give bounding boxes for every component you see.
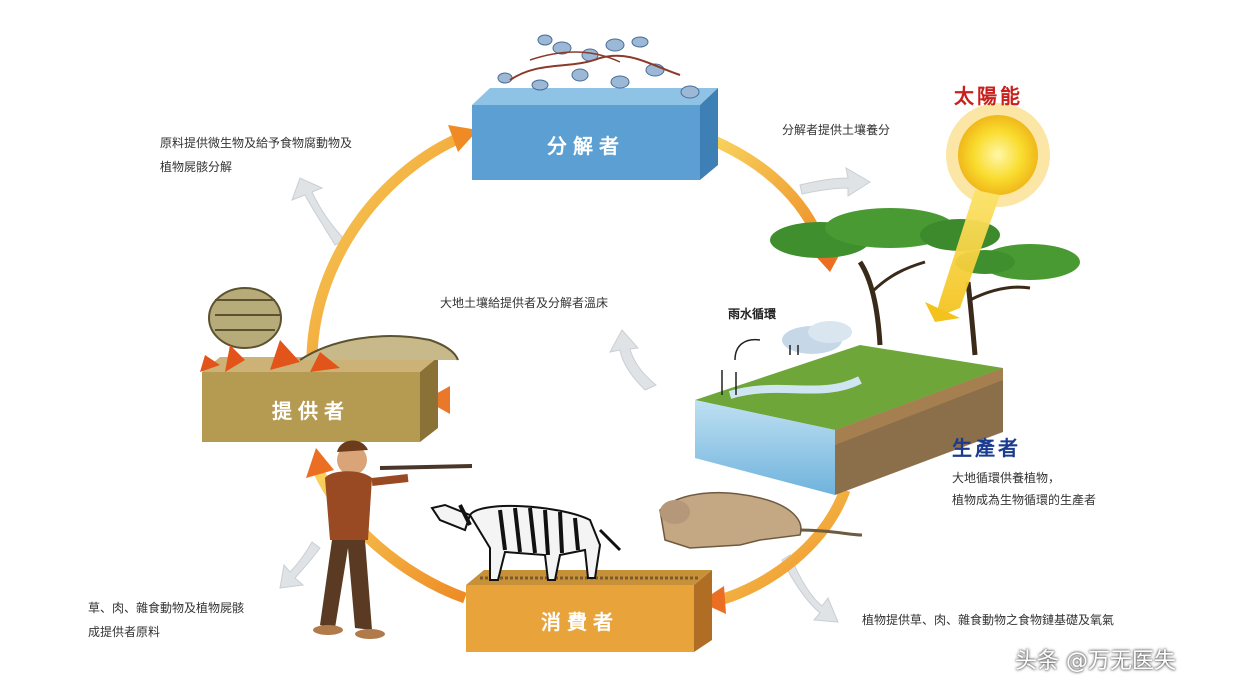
sun bbox=[925, 103, 1050, 322]
decomposer-block bbox=[472, 34, 718, 180]
consumer-text-line1: 草、肉、雜食動物及植物屍骸 bbox=[88, 601, 245, 615]
gray-arrows bbox=[279, 167, 871, 623]
plant-food-chain-text: 植物提供草、肉、雜食動物之食物鏈基礎及氧氣 bbox=[862, 613, 1115, 627]
provider-text-line2: 植物屍骸分解 bbox=[160, 160, 233, 174]
provider-block bbox=[200, 287, 459, 442]
decomposer-soil-text: 分解者提供土壤養分 bbox=[782, 123, 891, 137]
provider-text-line1: 原料提供微生物及給予食物腐動物及 bbox=[160, 136, 353, 150]
producer-text-line2: 植物成為生物循環的生產者 bbox=[952, 493, 1097, 507]
watermark: 头条 @万无医失 bbox=[1015, 649, 1176, 674]
acacia-trees bbox=[770, 208, 1080, 356]
lion-figure bbox=[659, 491, 863, 549]
zebra-figure bbox=[430, 503, 622, 581]
consumer-text-line2: 成提供者原料 bbox=[88, 625, 161, 639]
earth-bed-text: 大地土壤給提供者及分解者溫床 bbox=[440, 296, 609, 310]
producer-label: 生產者 bbox=[952, 436, 1021, 460]
producer-text-line1: 大地循環供養植物， bbox=[952, 471, 1061, 485]
sun-energy-label: 太陽能 bbox=[954, 84, 1023, 108]
producer-land bbox=[695, 321, 1003, 495]
water-cycle-label: 雨水循環 bbox=[728, 307, 777, 321]
consumer-box-label: 消費者 bbox=[541, 610, 619, 634]
provider-box-label: 提供者 bbox=[272, 399, 350, 423]
decomposer-box-label: 分解者 bbox=[547, 134, 625, 158]
hunter-figure bbox=[313, 440, 473, 639]
